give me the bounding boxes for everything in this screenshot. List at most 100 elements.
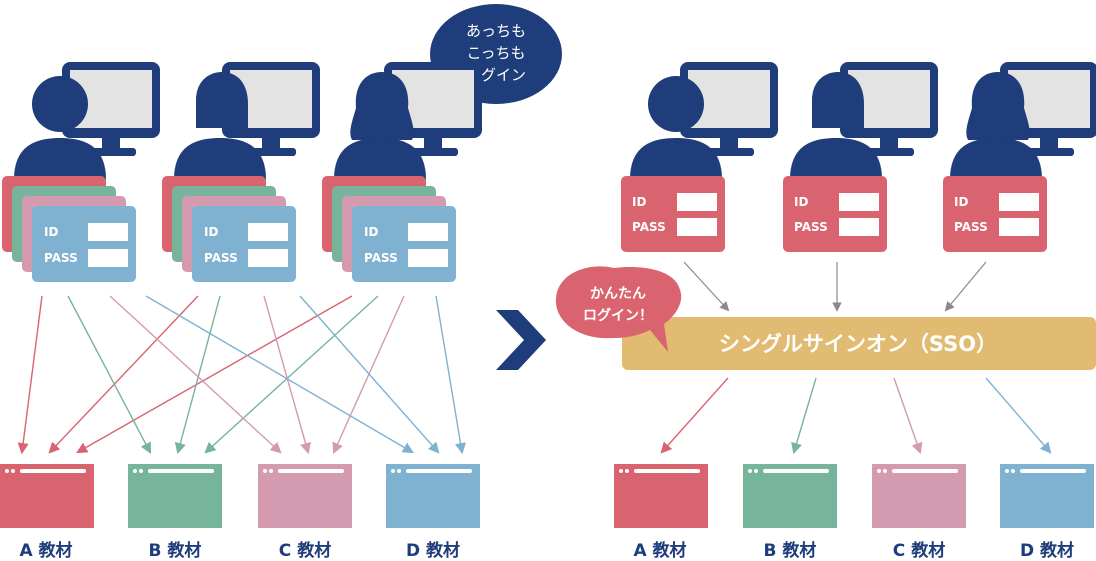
right-panel: ID PASS ID PASS ID PASS シングルサインオン（SSO — [555, 62, 1096, 561]
material-label: B 教材 — [764, 540, 817, 561]
arrow — [263, 295, 311, 455]
left-arrows — [17, 295, 467, 455]
login-card — [32, 206, 136, 282]
browser-window-icon — [1000, 464, 1094, 528]
arrow — [944, 261, 987, 312]
material-label: D 教材 — [406, 540, 460, 561]
pass-field — [248, 249, 288, 267]
arrow — [67, 295, 152, 454]
arrow — [48, 295, 199, 454]
sso-bar — [622, 317, 1096, 370]
material-label: A 教材 — [633, 540, 686, 561]
id-label: ID — [44, 225, 58, 239]
id-label: ID — [794, 195, 808, 209]
right-material-b: B 教材 — [743, 464, 837, 561]
sso-label: シングルサインオン（SSO） — [719, 332, 997, 356]
arrow — [174, 295, 221, 455]
left-panel: あっちも こっちも ログイン — [0, 4, 562, 561]
bubble-line-1: あっちも — [466, 22, 526, 40]
pass-field — [677, 218, 717, 236]
right-card-2: ID PASS — [783, 176, 887, 252]
arrow — [299, 295, 440, 454]
pass-label: PASS — [954, 220, 988, 234]
card-to-sso-arrows — [683, 261, 987, 312]
login-card — [783, 176, 887, 252]
sso-to-material-arrows — [660, 377, 1052, 455]
arrow — [683, 261, 730, 312]
id-label: ID — [954, 195, 968, 209]
browser-window-icon — [258, 464, 352, 528]
person-icon — [630, 76, 722, 180]
id-field — [408, 223, 448, 241]
arrow — [660, 377, 729, 454]
id-field — [999, 193, 1039, 211]
arrow — [17, 295, 43, 455]
left-material-b: B 教材 — [128, 464, 222, 561]
login-card — [192, 206, 296, 282]
person-icon — [950, 72, 1042, 180]
id-field — [677, 193, 717, 211]
browser-window-icon — [0, 464, 94, 528]
arrow — [109, 295, 282, 454]
login-card — [943, 176, 1047, 252]
pass-label: PASS — [364, 251, 398, 265]
login-card — [621, 176, 725, 252]
arrow — [791, 377, 817, 455]
id-label: ID — [364, 225, 378, 239]
right-material-a: A 教材 — [614, 464, 708, 561]
arrow — [76, 295, 353, 454]
easy-login-bubble: かんたん ログイン！ — [555, 266, 682, 352]
person-icon — [174, 72, 266, 180]
chevron-right-icon — [496, 310, 546, 370]
arrow — [435, 295, 467, 455]
browser-window-icon — [128, 464, 222, 528]
browser-window-icon — [743, 464, 837, 528]
id-field — [248, 223, 288, 241]
pass-field — [999, 218, 1039, 236]
right-user-2 — [790, 62, 938, 180]
left-material-a: A 教材 — [0, 464, 94, 561]
id-field — [839, 193, 879, 211]
credential-stack-3: ID PASS — [322, 176, 456, 282]
credential-stack-1: ID PASS — [2, 176, 136, 282]
pass-field — [408, 249, 448, 267]
pass-field — [88, 249, 128, 267]
bubble-line-2: こっちも — [467, 44, 526, 62]
pass-field — [839, 218, 879, 236]
right-user-3 — [950, 62, 1096, 180]
browser-window-icon — [872, 464, 966, 528]
id-label: ID — [204, 225, 218, 239]
pass-label: PASS — [44, 251, 78, 265]
right-card-3: ID PASS — [943, 176, 1047, 252]
arrow — [985, 377, 1052, 454]
browser-window-icon — [386, 464, 480, 528]
left-user-2 — [174, 62, 320, 180]
bubble-line-1: かんたん — [590, 286, 646, 302]
material-label: C 教材 — [279, 540, 331, 561]
material-label: D 教材 — [1020, 540, 1074, 561]
material-label: C 教材 — [893, 540, 945, 561]
pass-label: PASS — [204, 251, 238, 265]
left-material-d: D 教材 — [386, 464, 480, 561]
right-material-d: D 教材 — [1000, 464, 1094, 561]
person-icon — [14, 76, 106, 180]
pass-label: PASS — [632, 220, 666, 234]
right-user-1 — [630, 62, 778, 180]
bubble-line-2: ログイン！ — [583, 307, 653, 324]
left-user-3 — [334, 62, 482, 180]
pass-label: PASS — [794, 220, 828, 234]
arrow — [893, 377, 923, 455]
right-card-1: ID PASS — [621, 176, 725, 252]
person-icon — [334, 72, 426, 180]
arrow — [204, 295, 379, 454]
material-label: B 教材 — [149, 540, 202, 561]
id-label: ID — [632, 195, 646, 209]
left-material-c: C 教材 — [258, 464, 352, 561]
person-icon — [790, 72, 882, 180]
left-user-1 — [14, 62, 160, 180]
right-material-c: C 教材 — [872, 464, 966, 561]
material-label: A 教材 — [19, 540, 72, 561]
browser-window-icon — [614, 464, 708, 528]
arrow — [145, 295, 414, 454]
